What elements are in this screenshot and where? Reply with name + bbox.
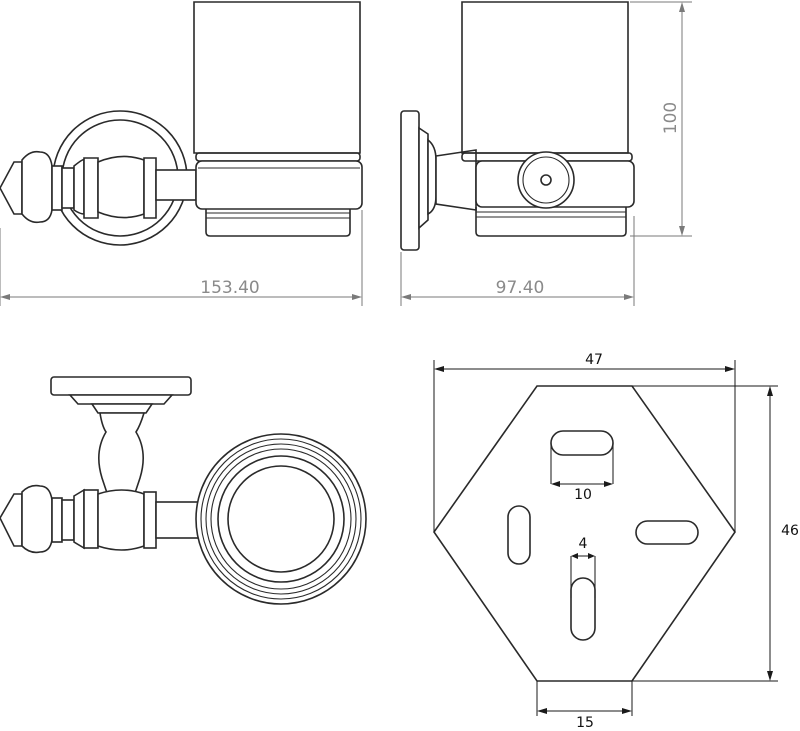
dimension-slot-small: 4 [571,536,595,559]
dimension-plate-bottom: 15 [536,681,633,731]
dimension-label-front-width: 97.40 [496,278,545,298]
dimension-label-slot-small: 4 [579,536,588,552]
slot-left [507,505,531,565]
side-cup [193,1,363,237]
front-knob-screw [540,174,552,186]
dimension-label-plate-width: 47 [585,352,603,368]
top-cup-inner [227,465,335,573]
slot-center [570,577,596,641]
dimension-label-plate-bottom: 15 [576,715,594,731]
front-view: 97.40 100 [400,1,692,306]
slot-right [635,520,699,545]
dimension-label-height: 100 [661,102,681,134]
dimension-label-side-width: 153.40 [200,278,259,298]
top-view [0,376,367,605]
mounting-plate: 47 46 10 4 [433,352,799,731]
top-cup-ring-3 [205,443,357,595]
side-view: 153.40 [0,1,363,306]
top-wall-plate [50,376,192,396]
dimension-label-slot-width: 10 [574,487,592,503]
front-knob-ring [522,156,570,204]
dimension-label-plate-height: 46 [781,523,799,539]
dimension-plate-height: 46 [632,385,799,682]
dimension-slot-width: 10 [551,481,613,503]
dimension-plate-width: 47 [433,352,736,532]
top-cup-outer [195,433,367,605]
top-cup-ring-2 [200,438,362,600]
side-arm [0,150,197,224]
dimension-height: 100 [630,1,692,237]
top-cup-ring-5 [217,455,345,583]
top-cup-ring-4 [210,448,352,590]
top-arm [0,484,201,554]
slot-top [550,430,614,456]
dimension-front-width: 97.40 [400,216,635,306]
front-knob-outer [517,151,575,209]
dimension-side-width: 153.40 [0,210,363,306]
front-wall-plate [400,110,420,251]
